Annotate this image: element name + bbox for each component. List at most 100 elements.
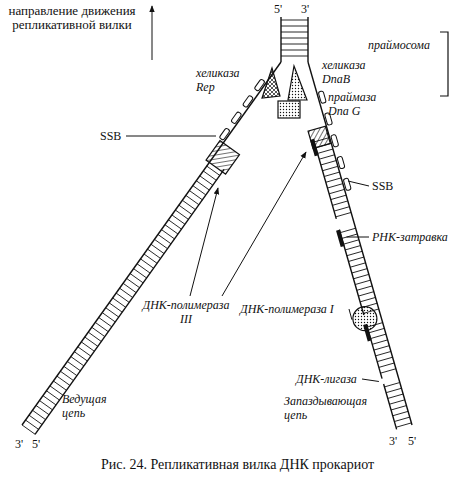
base-pair xyxy=(71,357,84,366)
base-pair xyxy=(172,215,185,224)
base-pair xyxy=(26,420,39,429)
strand-label: Запаздывающая цепь xyxy=(284,394,376,422)
base-pair xyxy=(326,178,341,182)
base-pair xyxy=(64,366,77,375)
base-pair xyxy=(377,357,392,361)
dna-polymerase-i xyxy=(353,307,377,331)
base-pair xyxy=(50,386,63,395)
complex-label: праймосома xyxy=(368,38,430,52)
protein-label: ДНК-лигаза xyxy=(296,372,357,386)
base-pair xyxy=(203,171,216,180)
base-pair xyxy=(389,400,404,404)
base-pair xyxy=(60,371,73,380)
strand xyxy=(307,17,308,62)
base-pair xyxy=(371,334,386,338)
base-pair xyxy=(130,274,143,283)
leader-arrow-ligase xyxy=(362,379,379,381)
dna-strands xyxy=(22,17,412,434)
direction-note: направление движения репликативной вилки xyxy=(6,4,138,32)
base-pair xyxy=(39,401,52,410)
base-pair xyxy=(381,369,396,373)
base-pair xyxy=(141,259,154,268)
base-pair xyxy=(179,205,192,214)
base-pair xyxy=(102,313,115,322)
base-pair xyxy=(43,396,56,405)
protein-label: праймаза Dna G xyxy=(328,90,390,118)
protein-label: хеликаза DnaB xyxy=(322,58,384,86)
base-pair xyxy=(281,44,308,45)
dna-polymerase-iii xyxy=(308,126,330,148)
base-pair xyxy=(393,411,408,415)
base-pair xyxy=(386,388,401,392)
base-pair xyxy=(116,293,129,302)
base-pair xyxy=(182,200,195,209)
base-pair xyxy=(46,391,59,400)
direction-arrow xyxy=(152,6,153,60)
leader-line xyxy=(348,181,369,186)
leader-line xyxy=(346,237,369,238)
base-pair xyxy=(151,244,164,253)
base-pair xyxy=(332,201,347,205)
leader-line xyxy=(126,136,216,137)
base-pair xyxy=(281,56,308,57)
dna-polymerase-iii xyxy=(206,141,239,174)
base-pair xyxy=(74,352,87,361)
ssb-protein xyxy=(231,111,242,124)
base-pair xyxy=(281,20,308,21)
protein-label: хеликаза Rep xyxy=(196,66,254,94)
rna-primer xyxy=(338,230,343,246)
base-pair xyxy=(92,327,105,336)
base-pair xyxy=(189,191,202,200)
base-pair xyxy=(88,332,101,341)
base-pair xyxy=(388,394,403,398)
strand-end: 5' xyxy=(408,434,416,448)
base-pair xyxy=(329,189,344,193)
strand-end: 3' xyxy=(389,434,397,448)
strand-end: 5' xyxy=(274,2,282,16)
primer-label: РНК-затравка xyxy=(372,230,448,244)
base-pair xyxy=(347,251,362,255)
base-pair xyxy=(324,172,339,176)
base-pair xyxy=(331,195,346,199)
base-pair xyxy=(165,225,178,234)
base-pair xyxy=(281,50,308,51)
base-pair xyxy=(376,351,391,355)
ssb-protein xyxy=(254,79,265,92)
base-pair xyxy=(67,361,80,370)
base-pair xyxy=(357,286,372,290)
base-pair xyxy=(360,297,375,301)
base-pair xyxy=(123,283,136,292)
strand-end: 5' xyxy=(32,437,40,451)
base-pair xyxy=(168,220,181,229)
leader-line xyxy=(349,309,352,320)
base-pair xyxy=(109,303,122,312)
base-pair xyxy=(186,195,199,204)
base-pair xyxy=(342,234,357,238)
base-pair xyxy=(391,406,406,410)
base-pair xyxy=(106,308,119,317)
base-pair xyxy=(281,26,308,27)
base-pair xyxy=(334,207,349,211)
base-pair xyxy=(99,317,112,326)
base-pair xyxy=(196,181,209,190)
strand xyxy=(384,384,397,429)
leader-arrow xyxy=(222,152,306,296)
figure-caption: Рис. 24. Репликативная вилка ДНК прокари… xyxy=(2,458,471,472)
base-pair xyxy=(344,240,359,244)
ssb-protein xyxy=(242,95,253,108)
strand xyxy=(280,17,281,62)
base-pair xyxy=(321,161,336,165)
base-pair xyxy=(144,254,157,263)
base-pair xyxy=(349,257,364,261)
base-pair xyxy=(355,280,370,284)
base-pair xyxy=(29,415,42,424)
protein-label: ДНК-полимераза III xyxy=(140,298,232,326)
base-pair xyxy=(281,38,308,39)
base-pair xyxy=(323,166,338,170)
protein-label: SSB xyxy=(372,179,393,193)
base-pair xyxy=(154,239,167,248)
base-pair xyxy=(372,340,387,344)
base-pair xyxy=(358,292,373,296)
base-pair xyxy=(57,376,70,385)
base-pair xyxy=(113,298,126,307)
